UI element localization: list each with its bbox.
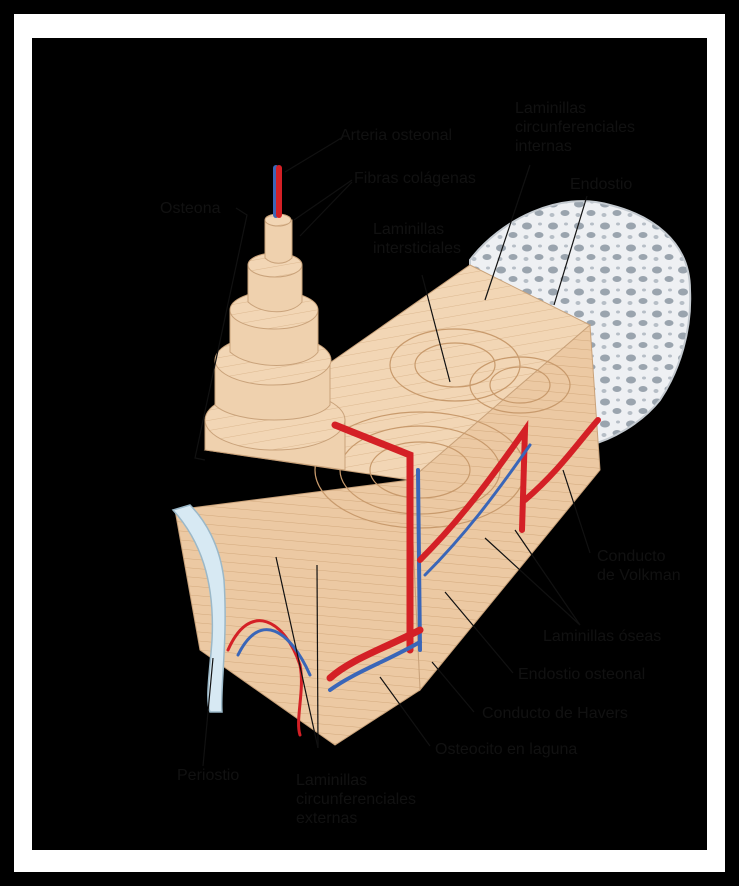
label-conducto-volkman-2: de Volkman	[597, 567, 681, 585]
label-lam-circ-int-1: Laminillas	[515, 100, 586, 118]
label-lam-inter-2: intersticiales	[373, 240, 461, 258]
label-laminillas-oseas: Laminillas óseas	[543, 628, 661, 646]
label-arteria-osteonal: Arteria osteonal	[340, 127, 452, 145]
label-lam-circ-ext-2: circunferenciales	[296, 791, 416, 809]
label-osteocito: Osteocito en laguna	[435, 741, 577, 759]
label-endostio-osteonal: Endostio osteonal	[518, 666, 645, 684]
label-lam-circ-ext-1: Laminillas	[296, 772, 367, 790]
label-lam-circ-int-2: circunferenciales	[515, 119, 635, 137]
label-lam-circ-int-3: internas	[515, 138, 572, 156]
label-periostio: Periostio	[177, 767, 239, 785]
label-lam-inter-1: Laminillas	[373, 221, 444, 239]
label-osteona: Osteona	[160, 200, 220, 218]
label-conducto-volkman-1: Conducto	[597, 548, 666, 566]
osteon-tower	[205, 214, 345, 470]
label-fibras-colagenas: Fibras colágenas	[354, 170, 476, 188]
label-lam-circ-ext-3: externas	[296, 810, 357, 828]
label-conducto-havers: Conducto de Havers	[482, 705, 628, 723]
label-endostio: Endostio	[570, 176, 632, 194]
